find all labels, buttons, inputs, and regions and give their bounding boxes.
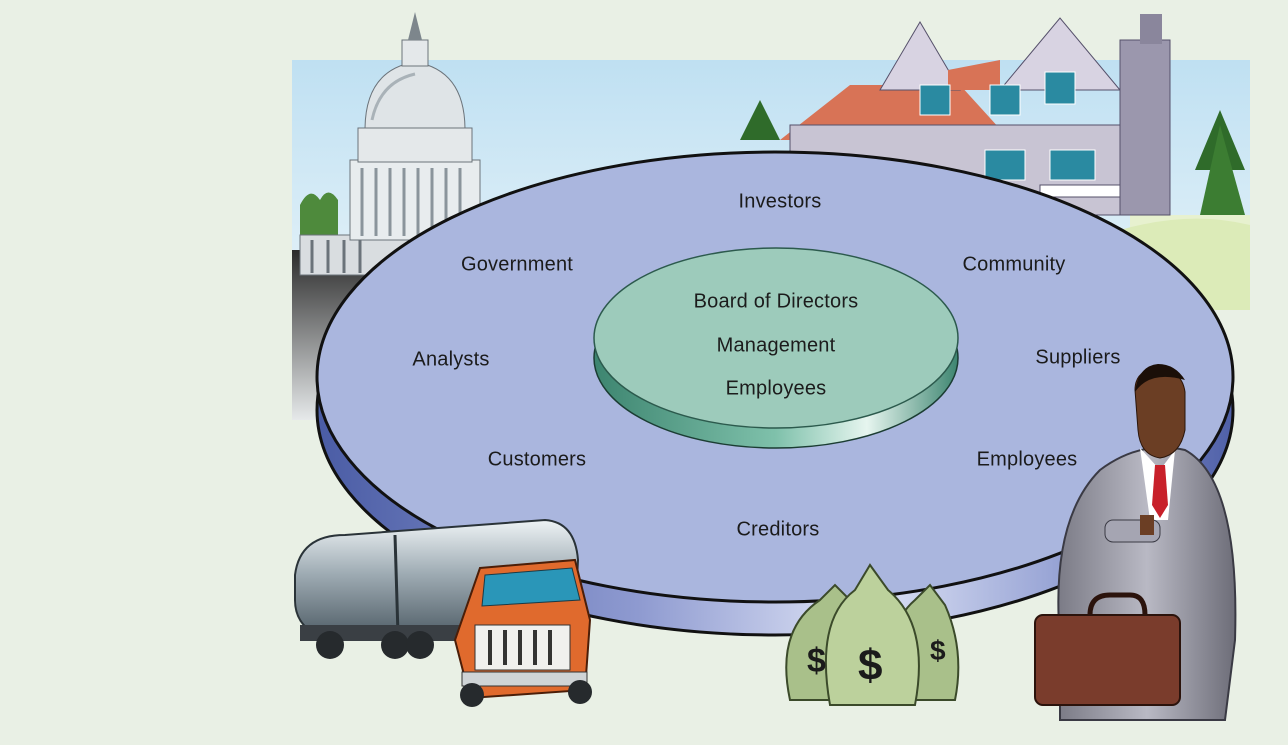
money-bags-illustration: $ $ $ [785, 563, 960, 706]
stakeholder-label-investors: Investors [738, 190, 822, 213]
internal-label-management: Management [716, 334, 836, 357]
internal-label-employees: Employees [725, 377, 827, 400]
stakeholder-label-creditors: Creditors [736, 518, 820, 541]
stakeholder-label-analysts: Analysts [412, 348, 490, 371]
svg-text:$: $ [858, 641, 882, 690]
stakeholder-label-community: Community [962, 253, 1066, 276]
tanker-truck-illustration [294, 518, 592, 707]
stakeholder-label-government: Government [460, 253, 574, 276]
businessman-illustration [1034, 364, 1237, 721]
stakeholder-label-employees-external: Employees [976, 448, 1078, 471]
stakeholder-label-suppliers: Suppliers [1035, 346, 1121, 369]
svg-text:$: $ [930, 635, 946, 666]
inner-stakeholder-disc [593, 247, 959, 449]
internal-label-board-of-directors: Board of Directors [693, 290, 859, 313]
stakeholder-label-customers: Customers [487, 448, 587, 471]
svg-text:$: $ [807, 642, 826, 680]
